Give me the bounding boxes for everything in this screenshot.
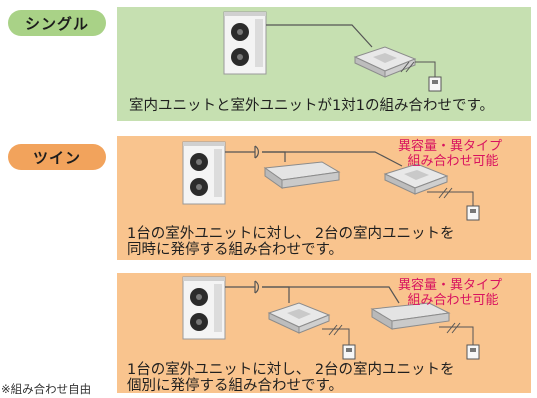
individual-compat-note: 異容量・異タイプ 組み合わせ可能 — [398, 278, 502, 308]
individual-caption-line1: 1台の室外ユニットに対し、 2台の室内ユニットを — [127, 362, 455, 378]
cassette-unit-icon — [267, 302, 331, 334]
twin-compat-note-line1: 異容量・異タイプ — [398, 139, 503, 154]
single-panel — [117, 7, 531, 121]
cassette-unit-icon — [383, 163, 449, 195]
remote-controller-icon — [466, 344, 480, 360]
individual-caption: 1台の室外ユニットに対し、 2台の室内ユニットを 個別に発停する組み合わせです。 — [127, 362, 455, 394]
remote-controller-icon — [428, 76, 442, 92]
twin-caption-line2: 同時に発停する組み合わせです。 — [127, 242, 344, 258]
remote-controller-icon — [342, 344, 356, 360]
ceiling-unit-icon — [263, 161, 341, 189]
twin-compat-note: 異容量・異タイプ 組み合わせ可能 — [398, 139, 502, 169]
individual-diagram — [182, 276, 480, 360]
individual-compat-note-line1: 異容量・異タイプ — [398, 278, 503, 293]
twin-caption: 1台の室外ユニットに対し、 2台の室内ユニットを 同時に発停する組み合わせです。 — [127, 226, 455, 258]
twin-caption-line1: 1台の室外ユニットに対し、 2台の室内ユニットを — [127, 226, 455, 242]
twin-compat-note-line2: 組み合わせ可能 — [407, 154, 499, 169]
remote-controller-icon — [466, 205, 480, 221]
individual-caption-line2: 個別に発停する組み合わせです。 — [127, 378, 344, 394]
footnote: ※組み合わせ自由 — [1, 382, 92, 396]
single-label: シングル — [8, 10, 106, 36]
outdoor-unit-icon — [223, 11, 267, 75]
single-caption: 室内ユニットと室外ユニットが1対1の組み合わせです。 — [129, 98, 494, 114]
twin-diagram — [182, 141, 480, 221]
single-diagram — [223, 11, 442, 92]
outdoor-unit-icon — [182, 141, 226, 205]
twin-label: ツイン — [8, 144, 106, 170]
outdoor-unit-icon — [182, 276, 226, 340]
ceiling-unit-icon — [370, 302, 451, 330]
cassette-unit-icon — [353, 46, 417, 78]
individual-compat-note-line2: 組み合わせ可能 — [407, 293, 499, 308]
